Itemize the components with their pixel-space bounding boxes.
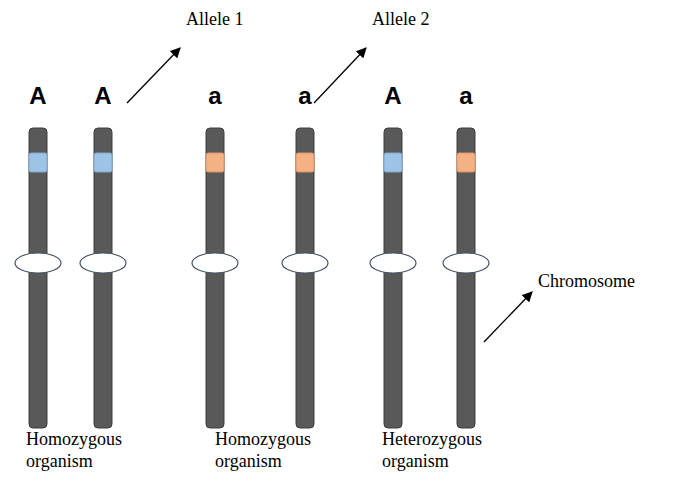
centromere <box>80 253 126 273</box>
part-label: Chromosome <box>538 270 635 292</box>
centromere <box>282 253 328 273</box>
caption-label: Heterozygous organism <box>382 428 512 472</box>
allele-band <box>206 153 224 172</box>
leader-arrows <box>127 48 532 342</box>
allele-letter: a <box>200 83 230 109</box>
caption-label: Homozygous organism <box>215 428 345 472</box>
chromosome <box>206 128 224 428</box>
chromosome <box>94 128 112 428</box>
allele-bands <box>29 153 475 172</box>
leader-arrow <box>314 48 366 103</box>
centromere <box>15 253 61 273</box>
allele-band <box>457 153 475 172</box>
allele-band <box>384 153 402 172</box>
allele-band <box>94 153 112 172</box>
centromere <box>192 253 238 273</box>
chromosome <box>457 128 475 428</box>
allele-letter: A <box>378 83 408 109</box>
centromere <box>370 253 416 273</box>
allele-band <box>29 153 47 172</box>
allele-letter: a <box>451 83 481 109</box>
caption-label: Homozygous organism <box>26 428 156 472</box>
allele-label: Allele 2 <box>372 8 429 30</box>
allele-letter: A <box>88 83 118 109</box>
leader-arrow <box>484 292 532 342</box>
chromosome <box>296 128 314 428</box>
allele-band <box>296 153 314 172</box>
centromeres <box>15 253 489 273</box>
chromosome-pair <box>29 128 475 428</box>
leader-arrow <box>127 48 180 103</box>
allele-label: Allele 1 <box>186 8 243 30</box>
chromosome <box>29 128 47 428</box>
chromosome <box>384 128 402 428</box>
allele-letter: a <box>290 83 320 109</box>
centromere <box>443 253 489 273</box>
allele-letter: A <box>23 83 53 109</box>
